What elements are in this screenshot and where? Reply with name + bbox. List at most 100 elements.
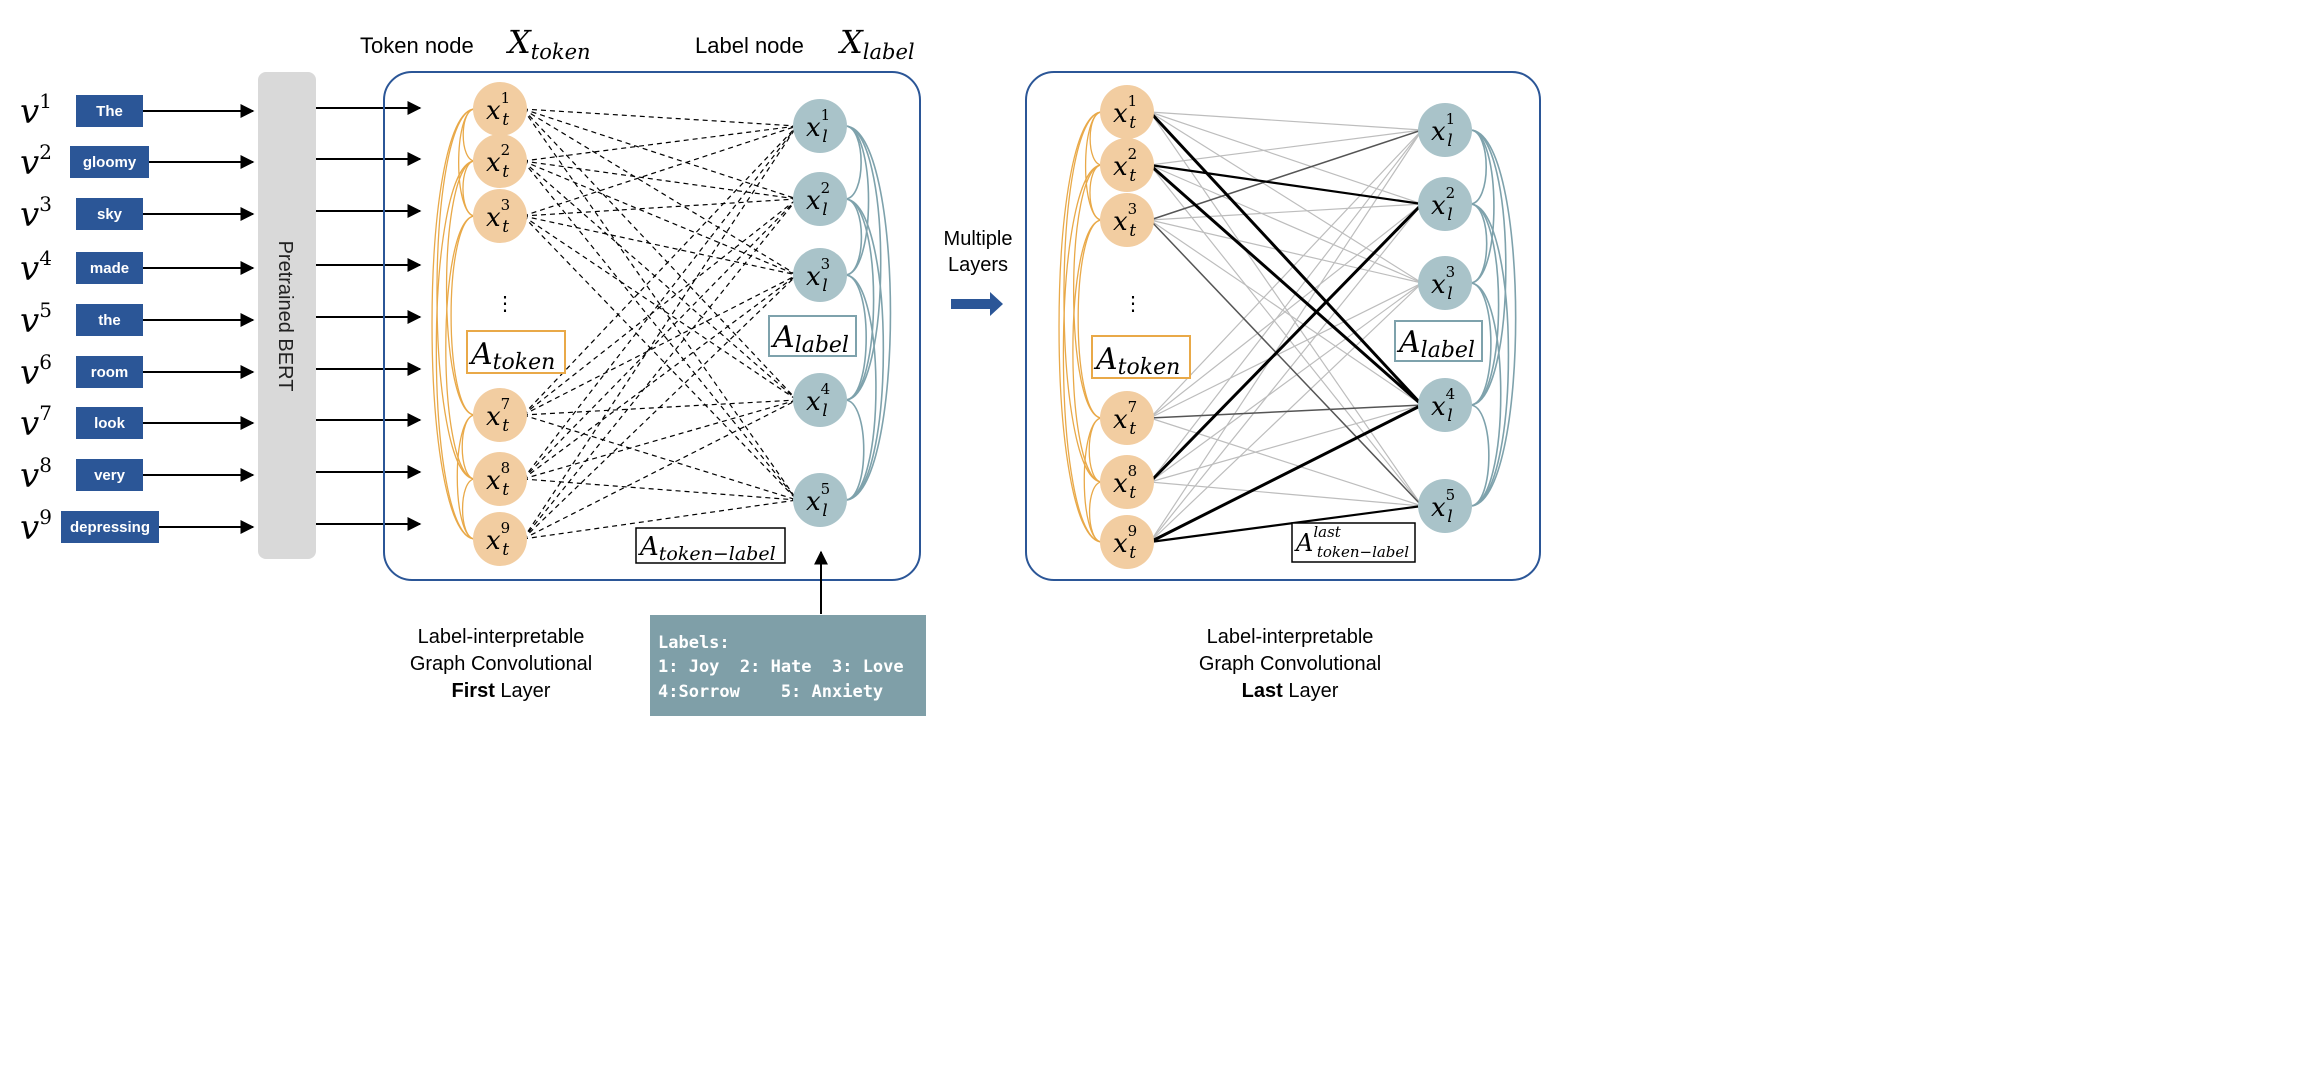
last-label-arcs	[1469, 129, 1517, 507]
first-token-arc-11	[435, 160, 476, 540]
first-edge-1-0	[522, 125, 798, 162]
word-label-4: made	[90, 260, 129, 277]
multiple-layers-line-1: Multiple	[944, 228, 1013, 250]
last-edge-3-2	[1149, 282, 1423, 419]
node-sub: t	[502, 217, 509, 237]
first-caption-line-1: Label-interpretable	[418, 626, 585, 648]
labels-box	[650, 615, 926, 716]
node-base: x	[1113, 152, 1128, 182]
word-box-6	[76, 356, 143, 388]
last-a-token-label-sub: token−label	[1317, 543, 1409, 561]
node-sub: t	[1129, 543, 1136, 563]
node-sup: 1	[821, 106, 831, 124]
last-label-arc-6	[1469, 282, 1502, 507]
first-a-token-label-box	[635, 527, 786, 564]
node-base: x	[1431, 117, 1446, 147]
last-token-arc-4	[1088, 481, 1103, 543]
first-token-arc-0	[462, 108, 476, 162]
first-token-node-7	[473, 388, 527, 442]
first-a-token-label-base: A	[638, 532, 659, 562]
first-edge-4-0	[522, 125, 798, 480]
first-token-label-edges	[522, 108, 798, 540]
last-a-token-sub: token	[1118, 355, 1181, 380]
bert-output-arrows	[316, 101, 422, 531]
word-var-sup: 6	[39, 350, 52, 374]
node-sub: l	[1447, 406, 1452, 426]
first-edge-4-2	[522, 274, 798, 480]
node-sup: 8	[1128, 462, 1138, 480]
first-label-arc-7	[844, 125, 892, 501]
node-sub: t	[502, 480, 509, 500]
first-a-label-base: A	[770, 320, 795, 355]
node-sup: 7	[501, 395, 511, 413]
first-label-node-3	[793, 248, 847, 302]
word-label-9: depressing	[70, 519, 150, 536]
first-label-arc-9	[844, 198, 885, 501]
last-edge-0-0	[1149, 111, 1423, 131]
word-label-8: very	[94, 467, 126, 484]
node-base: x	[806, 186, 821, 216]
first-a-token-sub: token	[493, 350, 556, 375]
labels-line-1: 1: Joy 2: Hate 3: Love	[658, 657, 904, 677]
multiple-layers: Multiple Layers	[944, 228, 1013, 316]
last-a-token-label-sup: last	[1313, 523, 1341, 541]
first-edge-4-4	[522, 478, 798, 501]
first-label-node-2	[793, 172, 847, 226]
last-label-arc-2	[1469, 282, 1492, 406]
node-sup: 9	[1128, 522, 1138, 540]
node-base: x	[486, 96, 501, 126]
node-sub: t	[502, 540, 509, 560]
last-a-label-box	[1394, 320, 1483, 362]
word-box-9	[61, 511, 159, 543]
last-edge-3-1	[1149, 203, 1423, 419]
first-a-token-base: A	[468, 337, 493, 372]
last-token-label-edges	[1148, 110, 1424, 544]
last-edge-4-1	[1148, 202, 1424, 484]
last-edge-4-2	[1149, 282, 1423, 483]
node-sup: 1	[1128, 92, 1138, 110]
word-var-3: v3	[20, 192, 52, 235]
last-label-node-4	[1418, 378, 1472, 432]
first-edge-1-4	[522, 160, 798, 501]
node-sup: 5	[821, 480, 831, 498]
first-edge-1-3	[522, 160, 798, 401]
first-edge-3-0	[522, 125, 798, 416]
last-edge-0-4	[1149, 111, 1423, 507]
last-token-arc-3	[1088, 417, 1103, 483]
first-edge-5-3	[522, 399, 798, 540]
last-edge-1-0	[1149, 129, 1423, 166]
word-label-6: room	[91, 364, 129, 381]
node-sup: 2	[501, 141, 511, 159]
node-base: x	[1113, 207, 1128, 237]
first-a-token-label: Atoken−label	[638, 532, 776, 565]
node-sub: t	[1129, 419, 1136, 439]
word-var-sup: 1	[39, 89, 52, 113]
first-token-node-9	[473, 512, 527, 566]
first-caption-rest: Layer	[495, 680, 551, 702]
word-var-7: v7	[20, 401, 52, 444]
bert-block: Pretrained BERT	[258, 72, 316, 559]
node-base: x	[806, 487, 821, 517]
token-node-math-base: X	[505, 23, 532, 61]
node-base: x	[1113, 405, 1128, 435]
first-edge-0-1	[522, 108, 798, 200]
multiple-layers-line-2: Layers	[948, 254, 1008, 276]
first-token-node-1	[473, 82, 527, 136]
word-var-base: v	[20, 456, 39, 496]
last-a-token-base: A	[1093, 342, 1118, 377]
labels-line-2: 4:Sorrow 5: Anxiety	[658, 682, 883, 702]
node-sub: t	[502, 416, 509, 436]
last-edge-2-3	[1149, 219, 1423, 406]
first-edge-5-4	[522, 499, 798, 540]
word-var-sup: 8	[39, 453, 52, 477]
last-a-label: Alabel	[1396, 325, 1475, 363]
